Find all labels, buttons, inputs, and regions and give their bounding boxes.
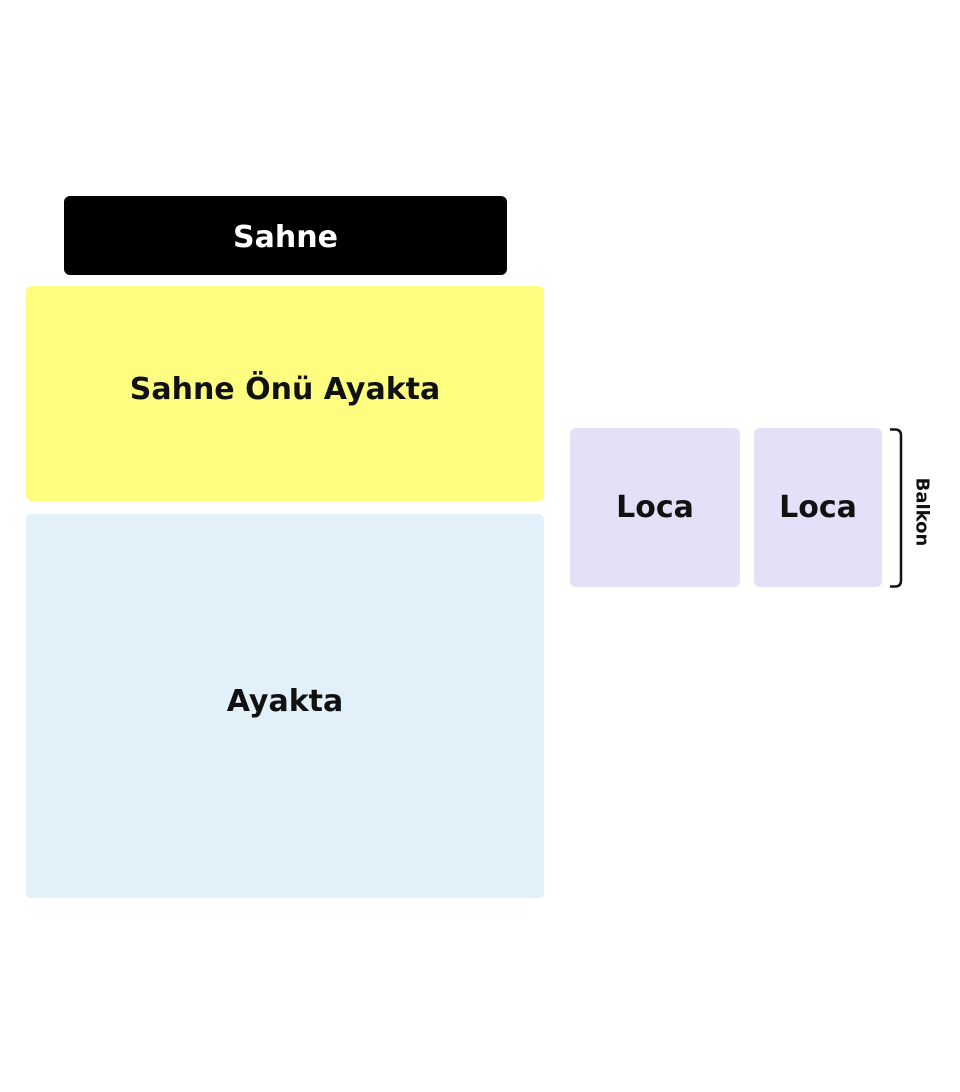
front-standing-label: Sahne Önü Ayakta [129,372,441,407]
front-standing-zone[interactable]: Sahne Önü Ayakta [26,286,544,501]
box-zone-2[interactable]: Loca [754,428,882,587]
box-label-2: Loca [779,490,857,525]
standing-zone[interactable]: Ayakta [26,514,544,898]
bracket-icon [890,428,903,588]
box-label-1: Loca [616,490,694,525]
balcony-label: Balkon [911,477,933,547]
standing-label: Ayakta [226,683,344,719]
stage-label: Sahne [233,220,338,255]
box-zone-1[interactable]: Loca [570,428,740,587]
stage-zone: Sahne [64,196,507,275]
